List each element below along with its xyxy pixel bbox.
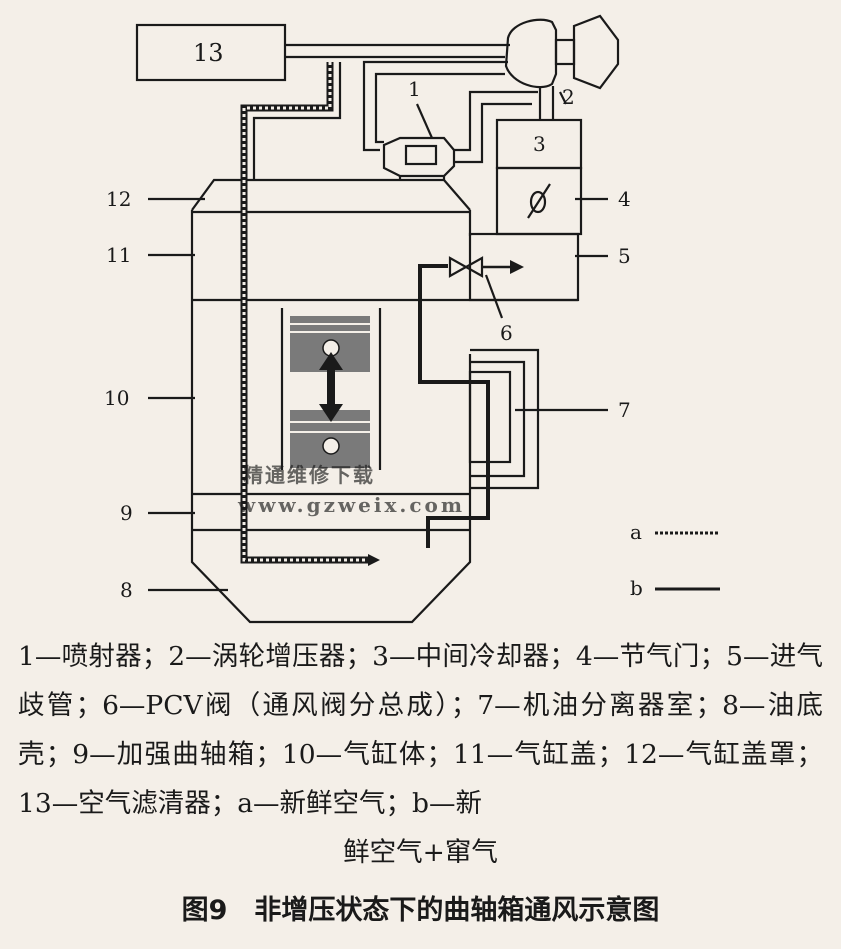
engine-left-wall — [190, 210, 472, 624]
label-9: 9 — [120, 501, 133, 525]
figure-legend-caption: 1—喷射器；2—涡轮增压器；3—中间冷却器；4—节气门；5—进气歧管；6—PCV… — [18, 632, 823, 877]
piston-motion-arrow — [319, 352, 343, 422]
figure-title: 图9 非增压状态下的曲轴箱通风示意图 — [181, 895, 660, 926]
label-3: 3 — [533, 132, 546, 156]
leader-1 — [415, 103, 434, 139]
ejector-hose-outer — [454, 90, 538, 152]
label-13: 13 — [193, 39, 224, 67]
label-2: 2 — [562, 85, 575, 109]
turbocharger-compressor — [504, 18, 558, 89]
label-12: 12 — [106, 187, 131, 211]
compressor-ejector-line-outer — [362, 60, 508, 152]
throttle-valve-icon — [527, 183, 551, 219]
label-10: 10 — [104, 386, 129, 410]
ejector-hose-inner — [454, 102, 532, 164]
label-4: 4 — [618, 187, 631, 211]
crankcase-ventilation-diagram: a b 13 1 2 3 4 5 6 7 12 11 10 9 8 精通维修下载… — [104, 14, 720, 624]
legend-b-label: b — [630, 576, 643, 600]
fresh-air-path — [240, 62, 380, 566]
legend: a b — [630, 520, 720, 600]
label-8: 8 — [120, 578, 133, 602]
turbocharger-shaft — [554, 38, 576, 66]
label-7: 7 — [618, 398, 631, 422]
air-filter-box — [135, 23, 287, 82]
compressor-ejector-line-inner — [374, 72, 505, 144]
oil-separator-outer — [470, 348, 540, 490]
pcv-valve-icon — [448, 256, 469, 278]
ejector-nozzle — [404, 144, 438, 166]
watermark-title: 精通维修下载 — [243, 463, 375, 487]
leader-6 — [484, 274, 504, 319]
caption-line-2: 鲜空气+窜气 — [343, 837, 498, 868]
ejector-body — [382, 136, 456, 178]
oil-separator-mid — [470, 360, 526, 478]
watermark-url: www.gzweix.com — [237, 493, 465, 517]
caption-line-1: 1—喷射器；2—涡轮增压器；3—中间冷却器；4—节气门；5—进气歧管；6—PCV… — [18, 641, 823, 819]
head-cover-outline — [191, 178, 471, 211]
intake-manifold — [468, 232, 580, 302]
label-5: 5 — [618, 244, 631, 268]
label-11: 11 — [106, 243, 131, 267]
turbocharger-turbine — [572, 14, 620, 90]
leader-2 — [559, 91, 567, 105]
blowby-path — [418, 256, 524, 548]
label-6: 6 — [500, 321, 513, 345]
label-1: 1 — [408, 77, 421, 101]
legend-a-label: a — [630, 520, 642, 544]
